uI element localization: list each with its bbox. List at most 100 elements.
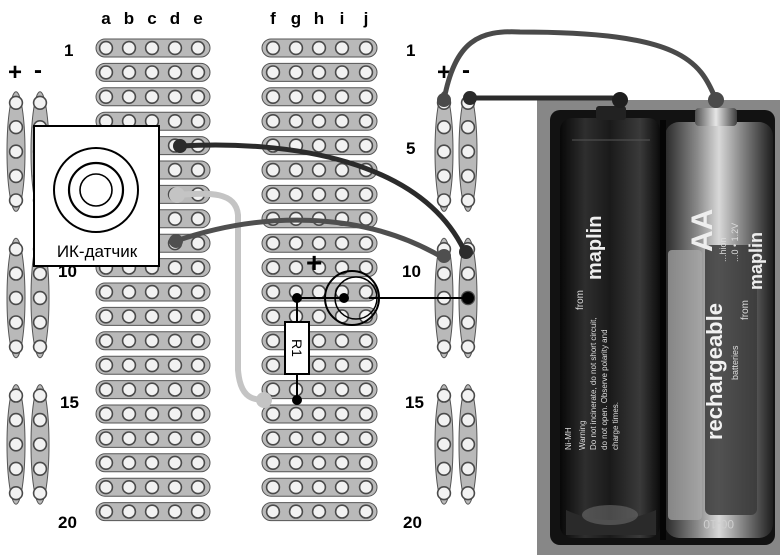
hole-a2	[100, 66, 113, 79]
pin-sensor-mid	[169, 187, 185, 203]
hole-j1	[360, 42, 373, 55]
hole-f4	[267, 115, 280, 128]
hole-c2	[146, 66, 159, 79]
rail-hole-r1-18	[462, 487, 475, 500]
hole-c15	[146, 383, 159, 396]
hole-g19	[290, 481, 303, 494]
hole-h2	[313, 66, 326, 79]
rail-hole-l1-11	[34, 316, 47, 329]
rail-hole-l1-14	[34, 389, 47, 402]
rail-hole-l0-11	[10, 316, 23, 329]
hole-h14	[313, 359, 326, 372]
column-label-j: j	[363, 9, 369, 28]
row-label-20-right: 20	[403, 513, 422, 532]
rail-hole-l0-12	[10, 340, 23, 353]
rail-hole-l1-16	[34, 438, 47, 451]
hole-e6	[192, 164, 205, 177]
ir-sensor-label: ИК-датчик	[57, 242, 138, 261]
column-label-e: e	[193, 9, 202, 28]
hole-c17	[146, 432, 159, 445]
rail-hole-r1-15	[462, 414, 475, 427]
column-label-d: d	[170, 9, 180, 28]
hole-a3	[100, 90, 113, 103]
hole-a14	[100, 359, 113, 372]
hole-d17	[169, 432, 182, 445]
battery-cell-left	[560, 106, 660, 538]
column-label-f: f	[270, 9, 276, 28]
hole-j16	[360, 408, 373, 421]
hole-b17	[123, 432, 136, 445]
rail-hole-l0-18	[10, 487, 23, 500]
hole-h18	[313, 456, 326, 469]
hole-a13	[100, 334, 113, 347]
rail-hole-r0-6	[438, 194, 451, 207]
hole-j18	[360, 456, 373, 469]
hole-g3	[290, 90, 303, 103]
rail-hole-r0-18	[438, 487, 451, 500]
column-label-i: i	[340, 9, 345, 28]
pin-led-rail	[462, 292, 474, 304]
hole-i1	[336, 42, 349, 55]
rail-hole-r1-12	[462, 340, 475, 353]
hole-d20	[169, 505, 182, 518]
rail-hole-r1-6	[462, 194, 475, 207]
hole-h7	[313, 188, 326, 201]
hole-b15	[123, 383, 136, 396]
hole-j5	[360, 139, 373, 152]
right-cell-brand: maplin	[746, 232, 766, 290]
hole-d3	[169, 90, 182, 103]
hole-g2	[290, 66, 303, 79]
hole-c13	[146, 334, 159, 347]
hole-j15	[360, 383, 373, 396]
hole-g1	[290, 42, 303, 55]
pin-led-anode-top	[292, 293, 302, 303]
left-cell-chemistry: Ni-MH	[564, 427, 573, 450]
hole-j14	[360, 359, 373, 372]
hole-e9	[192, 237, 205, 250]
wire-battery-plus	[444, 32, 716, 100]
hole-j9	[360, 237, 373, 250]
hole-c1	[146, 42, 159, 55]
hole-a19	[100, 481, 113, 494]
hole-e11	[192, 286, 205, 299]
hole-i5	[336, 139, 349, 152]
hole-g17	[290, 432, 303, 445]
hole-b20	[123, 505, 136, 518]
hole-e16	[192, 408, 205, 421]
hole-h15	[313, 383, 326, 396]
pin-battery-minus-rail	[463, 91, 477, 105]
hole-d8	[169, 212, 182, 225]
hole-a1	[100, 42, 113, 55]
row-label-15-left: 15	[60, 393, 79, 412]
column-label-h: h	[314, 9, 324, 28]
rail-hole-l0-3	[10, 121, 23, 134]
pin-signal-end	[256, 392, 272, 408]
hole-i17	[336, 432, 349, 445]
right-cell-from: from	[740, 300, 751, 320]
hole-i2	[336, 66, 349, 79]
row-label-20-left: 20	[58, 513, 77, 532]
hole-b1	[123, 42, 136, 55]
hole-e2	[192, 66, 205, 79]
rail-hole-r0-17	[438, 462, 451, 475]
hole-c12	[146, 310, 159, 323]
hole-d16	[169, 408, 182, 421]
rail-hole-l1-17	[34, 462, 47, 475]
rail-hole-l1-10	[34, 292, 47, 305]
rail-hole-l1-18	[34, 487, 47, 500]
hole-i19	[336, 481, 349, 494]
hole-e17	[192, 432, 205, 445]
rail-hole-l0-15	[10, 414, 23, 427]
right-cell-size: AA	[686, 209, 719, 252]
hole-i15	[336, 383, 349, 396]
hole-i4	[336, 115, 349, 128]
hole-c19	[146, 481, 159, 494]
hole-g18	[290, 456, 303, 469]
hole-i16	[336, 408, 349, 421]
ir-sensor-module: ИК-датчик	[34, 126, 159, 266]
hole-f14	[267, 359, 280, 372]
hole-h20	[313, 505, 326, 518]
hole-b12	[123, 310, 136, 323]
hole-f1	[267, 42, 280, 55]
hole-d18	[169, 456, 182, 469]
